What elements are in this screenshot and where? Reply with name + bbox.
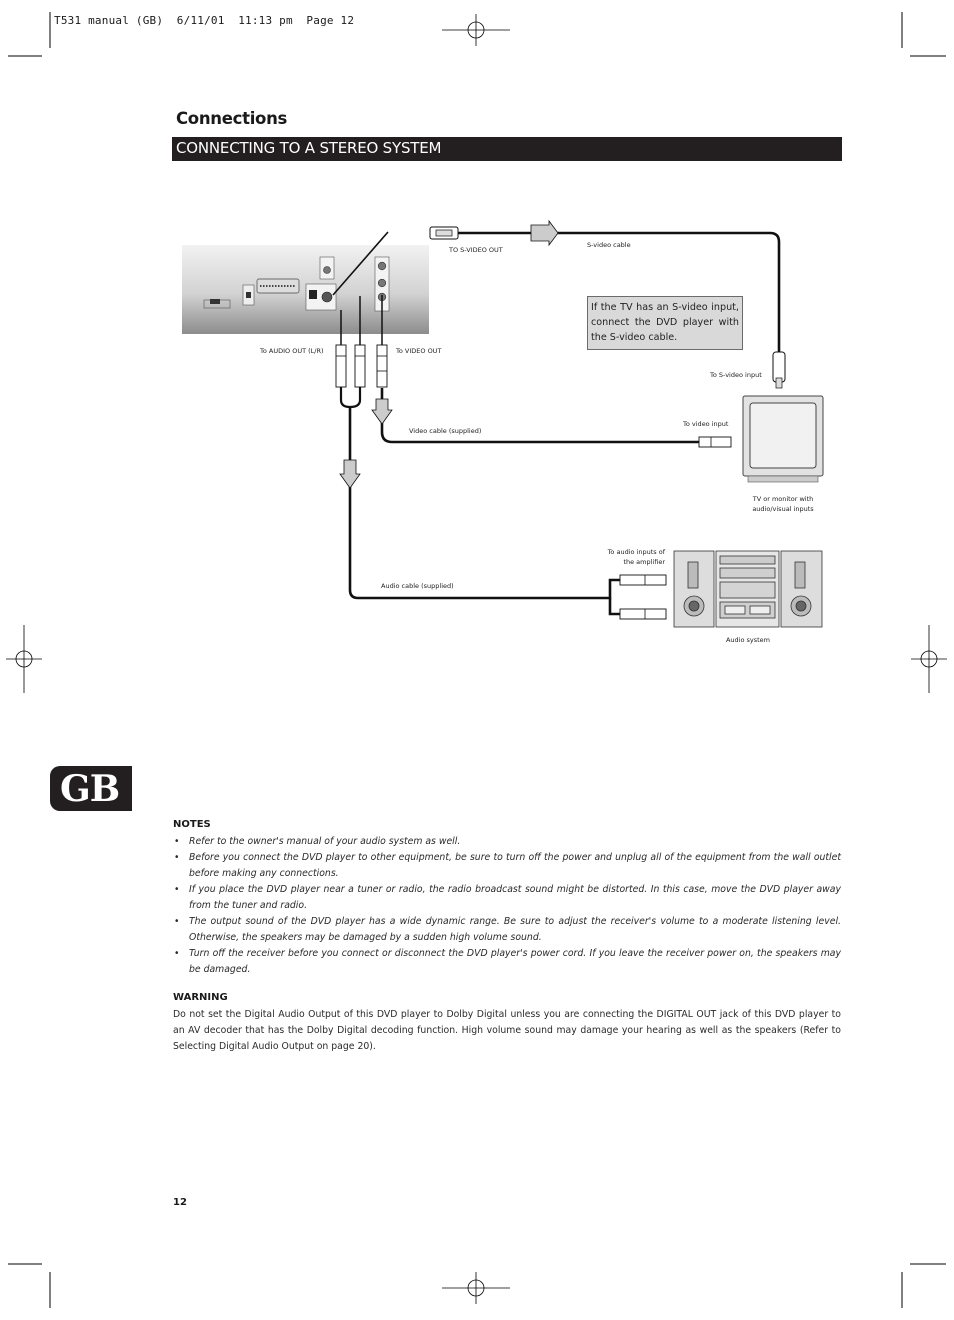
- page-title: CONNECTING TO A STEREO SYSTEM: [176, 139, 442, 157]
- registration-mark-top: [442, 14, 510, 46]
- label-video-cable: Video cable (supplied): [409, 427, 481, 435]
- language-badge-text: GB: [60, 768, 120, 810]
- tv-monitor-icon: [742, 395, 824, 483]
- title-bar: CONNECTING TO A STEREO SYSTEM: [172, 137, 842, 161]
- label-tv-line2: audio/visual inputs: [752, 505, 814, 513]
- page-number: 12: [173, 1197, 187, 1208]
- dvd-rear-panel: [182, 245, 429, 334]
- label-audio-inputs-line2: the amplifier: [623, 558, 665, 566]
- notes-list: Refer to the owner's manual of your audi…: [173, 834, 841, 978]
- label-audio-system: Audio system: [726, 636, 770, 644]
- label-tv-line1: TV or monitor with: [752, 495, 814, 503]
- label-to-s-video-input: To S-video input: [709, 371, 762, 379]
- note-item: The output sound of the DVD player has a…: [173, 914, 841, 946]
- label-audio-inputs-line1: To audio inputs of: [607, 548, 666, 556]
- label-to-video-out: To VIDEO OUT: [395, 347, 441, 355]
- note-item: Refer to the owner's manual of your audi…: [173, 834, 841, 850]
- registration-mark-right: [911, 625, 947, 693]
- registration-mark-left: [6, 625, 42, 693]
- notes-heading: NOTES: [173, 819, 211, 830]
- s-video-cable: [332, 219, 786, 389]
- warning-heading: WARNING: [173, 992, 228, 1003]
- note-item: Before you connect the DVD player to oth…: [173, 850, 841, 882]
- language-badge: GB: [50, 766, 132, 811]
- section-heading: Connections: [176, 109, 288, 128]
- label-audio-cable: Audio cable (supplied): [381, 582, 454, 590]
- label-s-video-cable: S-video cable: [587, 241, 631, 249]
- label-to-audio-out: To AUDIO OUT (L/R): [259, 347, 324, 355]
- note-item: If you place the DVD player near a tuner…: [173, 882, 841, 914]
- note-item: Turn off the receiver before you connect…: [173, 946, 841, 978]
- registration-mark-bottom: [442, 1272, 510, 1304]
- warning-text: Do not set the Digital Audio Output of t…: [173, 1009, 841, 1052]
- audio-cable: [335, 296, 667, 620]
- s-video-note-box: If the TV has an S-video input, connect …: [587, 296, 743, 350]
- crop-marks: [8, 12, 946, 1308]
- label-to-video-input: To video input: [682, 420, 729, 428]
- video-cable: [371, 295, 732, 448]
- label-to-s-video-out: TO S-VIDEO OUT: [448, 246, 503, 254]
- print-slug: T531 manual (GB) 6/11/01 11:13 pm Page 1…: [54, 14, 355, 27]
- audio-system-icon: [673, 550, 823, 628]
